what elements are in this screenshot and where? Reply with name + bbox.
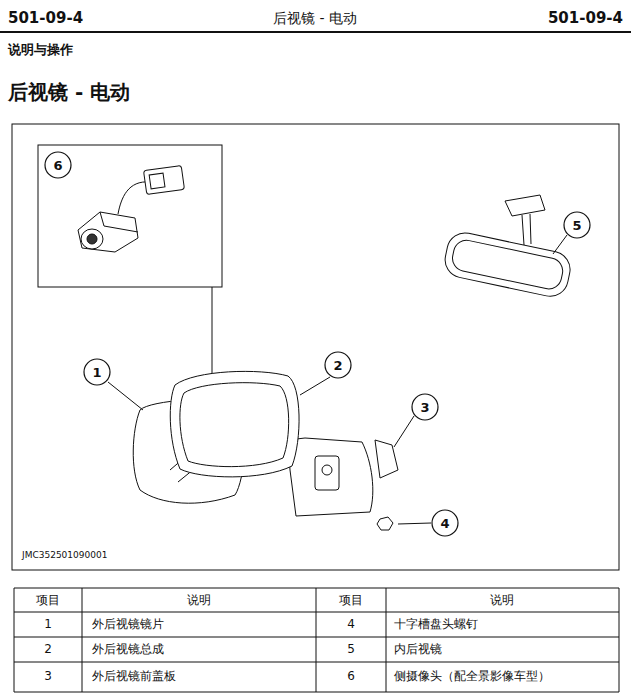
callout-text-holder: 2 [324,351,352,379]
figure-code: JMC352501090001 [22,550,107,561]
callout-circle: 1 [83,358,111,386]
table-header: 项目 [36,593,60,607]
table-header: 说明 [187,593,211,607]
mirror-bracket [505,195,545,216]
callout-number: 5 [572,218,581,233]
table-cell: 外后视镜镜片 [92,617,164,631]
mirror-arm [288,438,373,516]
callout-number: 4 [440,516,449,531]
callout-number: 1 [92,365,101,380]
table-cell: 外后视镜前盖板 [92,669,176,683]
leader-line [553,235,567,254]
callout-text-holder: 1 [83,358,111,386]
leader-line [300,377,330,395]
section-name: 说明与操作 [8,42,73,58]
table-rule [619,588,620,692]
table-rule [316,588,317,692]
table-grid [14,588,619,692]
mirror-glass-seat [180,383,289,467]
table-cell: 3 [44,669,52,683]
table-rule [14,588,15,692]
table-cell: 5 [347,642,355,656]
callout-number: 3 [420,400,429,415]
table-cell: 侧摄像头（配全景影像车型） [394,669,550,683]
plug-detail [149,173,165,189]
table-rule [386,588,387,692]
inner-mirror [442,230,574,300]
camera-edge [100,212,138,232]
callout-number: 2 [333,358,342,373]
inner-mirror-body [442,230,574,300]
table-cell: 十字槽盘头螺钉 [394,617,478,631]
table-header: 说明 [490,593,514,607]
leader-line [108,382,143,410]
callout-text-holder: 5 [563,211,591,239]
motor-detail [322,465,332,475]
page-number: 501-09-4 [548,9,623,27]
table-cell: 2 [44,642,52,656]
inner-mirror-glass [450,238,565,291]
header-title: 后视镜 - 电动 [273,10,357,27]
mirror-stem [522,214,531,245]
page-title: 后视镜 - 电动 [8,80,130,104]
drawing [0,32,631,692]
camera-plug [144,165,185,194]
header-rule [0,31,631,33]
table-cell: 4 [347,617,355,631]
mirror-housing [170,371,299,477]
figure-frame [12,124,619,570]
page-number: 501-09-4 [8,9,83,27]
circle-shape [564,212,590,238]
callout-text-holder: 6 [44,151,72,179]
camera-wire [118,182,150,214]
table-cell: 6 [347,669,355,683]
callout-text-holder: 4 [431,509,459,537]
callout-circle: 3 [411,393,439,421]
table-header: 项目 [339,593,363,607]
inset-frame [38,145,222,287]
callout-number: 6 [53,158,62,173]
circle-shape [412,394,438,420]
callout-text-holder: 3 [411,393,439,421]
lens-center [87,234,97,244]
callout-circle: 6 [44,151,72,179]
circle-shape [325,352,351,378]
callout-circle: 4 [431,509,459,537]
leader-line [398,523,431,524]
circle-shape [432,510,458,536]
circle-shape [84,359,110,385]
table-cell: 1 [44,617,52,631]
table-cell: 内后视镜 [394,642,442,656]
circle-shape [45,152,71,178]
table-cell: 外后视镜总成 [92,642,164,656]
camera-body [78,212,138,252]
callout-circle: 5 [563,211,591,239]
screw-head [377,517,393,530]
camera-lens [81,229,103,249]
mirror-motor [315,456,339,490]
callout-circle: 2 [324,351,352,379]
leader-line [394,416,414,447]
table-rule [82,588,83,692]
